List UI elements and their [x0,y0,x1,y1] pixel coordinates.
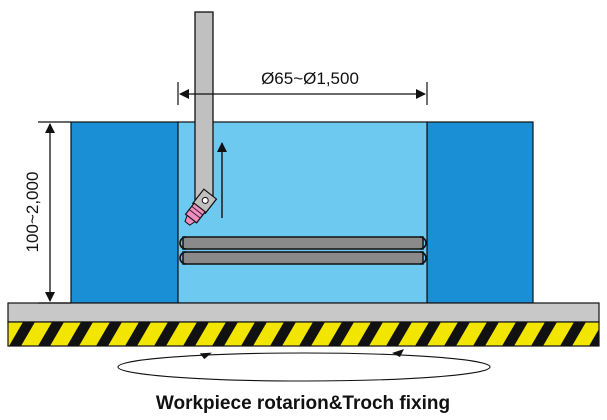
diameter-dimension [177,82,428,105]
workpiece-pipes [179,236,427,265]
right-block [426,121,534,304]
hazard-stripe-band [212,322,238,346]
hazard-stripe-band [299,322,325,346]
hazard-stripe-band [444,322,470,346]
hazard-stripe-band [502,322,528,346]
hazard-stripe-band [270,322,296,346]
height-label: 100~2,000 [23,172,42,253]
hazard-stripe-band [531,322,557,346]
hazard-stripe-band [328,322,354,346]
diameter-label: Ø65~Ø1,500 [261,69,359,88]
hazard-stripe-band [241,322,267,346]
left-block [70,121,179,304]
hazard-stripe-band [357,322,383,346]
hazard-stripe-band [9,322,35,346]
hazard-stripe-band [67,322,93,346]
hazard-stripe-band [183,322,209,346]
hazard-stripe-band [154,322,180,346]
hazard-stripe-band [473,322,499,346]
hazard-stripe-band [96,322,122,346]
hazard-stripe-band [125,322,151,346]
height-dimension [38,121,71,304]
base-plate [7,302,600,323]
inner-cavity [177,121,428,304]
hazard-stripe-band [0,322,6,346]
hazard-stripe-band [386,322,412,346]
hazard-stripe-band [560,322,586,346]
welding-torch [184,11,218,226]
hazard-stripe [0,321,600,347]
hazard-stripe-band [415,322,441,346]
caption: Workpiece rotarion&Troch fixing [156,393,450,414]
hazard-stripe-band [589,328,599,346]
rotation-indicator [117,349,491,382]
hazard-stripe-band [38,322,64,346]
